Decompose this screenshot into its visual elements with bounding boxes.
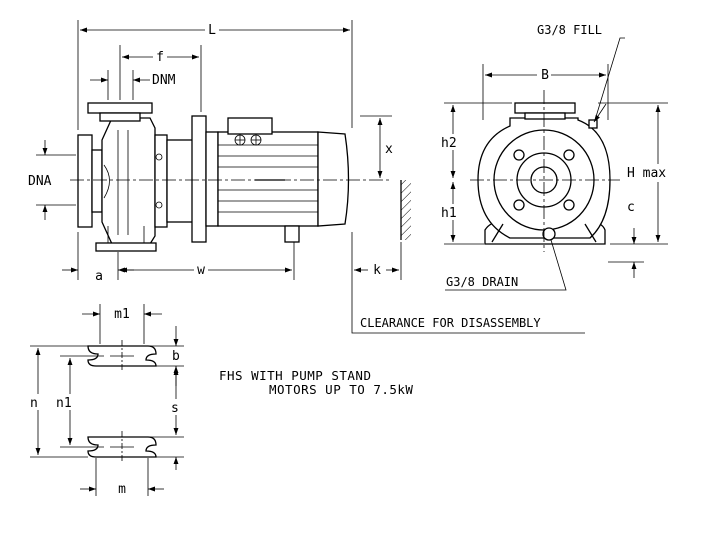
foot-detail	[30, 304, 184, 496]
note-line-1: FHS WITH PUMP STAND	[219, 368, 372, 383]
label-a: a	[95, 269, 103, 284]
motor-foot	[284, 225, 300, 243]
label-DNA: DNA	[28, 174, 52, 189]
label-h2: h2	[441, 136, 457, 151]
note-line-2: MOTORS UP TO 7.5kW	[269, 382, 413, 397]
label-h1: h1	[441, 206, 457, 221]
label-drain: G3/8 DRAIN	[446, 275, 518, 289]
suction-flange	[77, 134, 93, 228]
label-c: c	[627, 200, 635, 215]
label-n1: n1	[56, 396, 72, 411]
label-k: k	[373, 263, 381, 278]
label-n: n	[30, 396, 38, 411]
pump-foot	[95, 242, 157, 252]
label-B: B	[541, 68, 549, 83]
label-Hmax: H max	[627, 166, 666, 181]
discharge-flange	[87, 102, 153, 114]
wall-hatch	[401, 180, 411, 240]
label-L: L	[208, 23, 216, 38]
front-view	[440, 37, 668, 291]
motor-body	[217, 131, 319, 227]
label-x: x	[385, 142, 393, 157]
label-clearance: CLEARANCE FOR DISASSEMBLY	[360, 316, 541, 330]
fan-cover	[317, 131, 350, 227]
label-DNM: DNM	[152, 73, 176, 88]
label-m: m	[118, 482, 126, 497]
label-m1: m1	[114, 307, 130, 322]
label-s: s	[171, 401, 179, 416]
terminal-box	[227, 117, 273, 135]
label-f: f	[156, 50, 164, 65]
pump-casing	[101, 117, 156, 245]
label-fill: G3/8 FILL	[537, 23, 602, 37]
label-b: b	[172, 349, 180, 364]
side-view	[36, 20, 585, 334]
label-w: w	[197, 263, 205, 278]
